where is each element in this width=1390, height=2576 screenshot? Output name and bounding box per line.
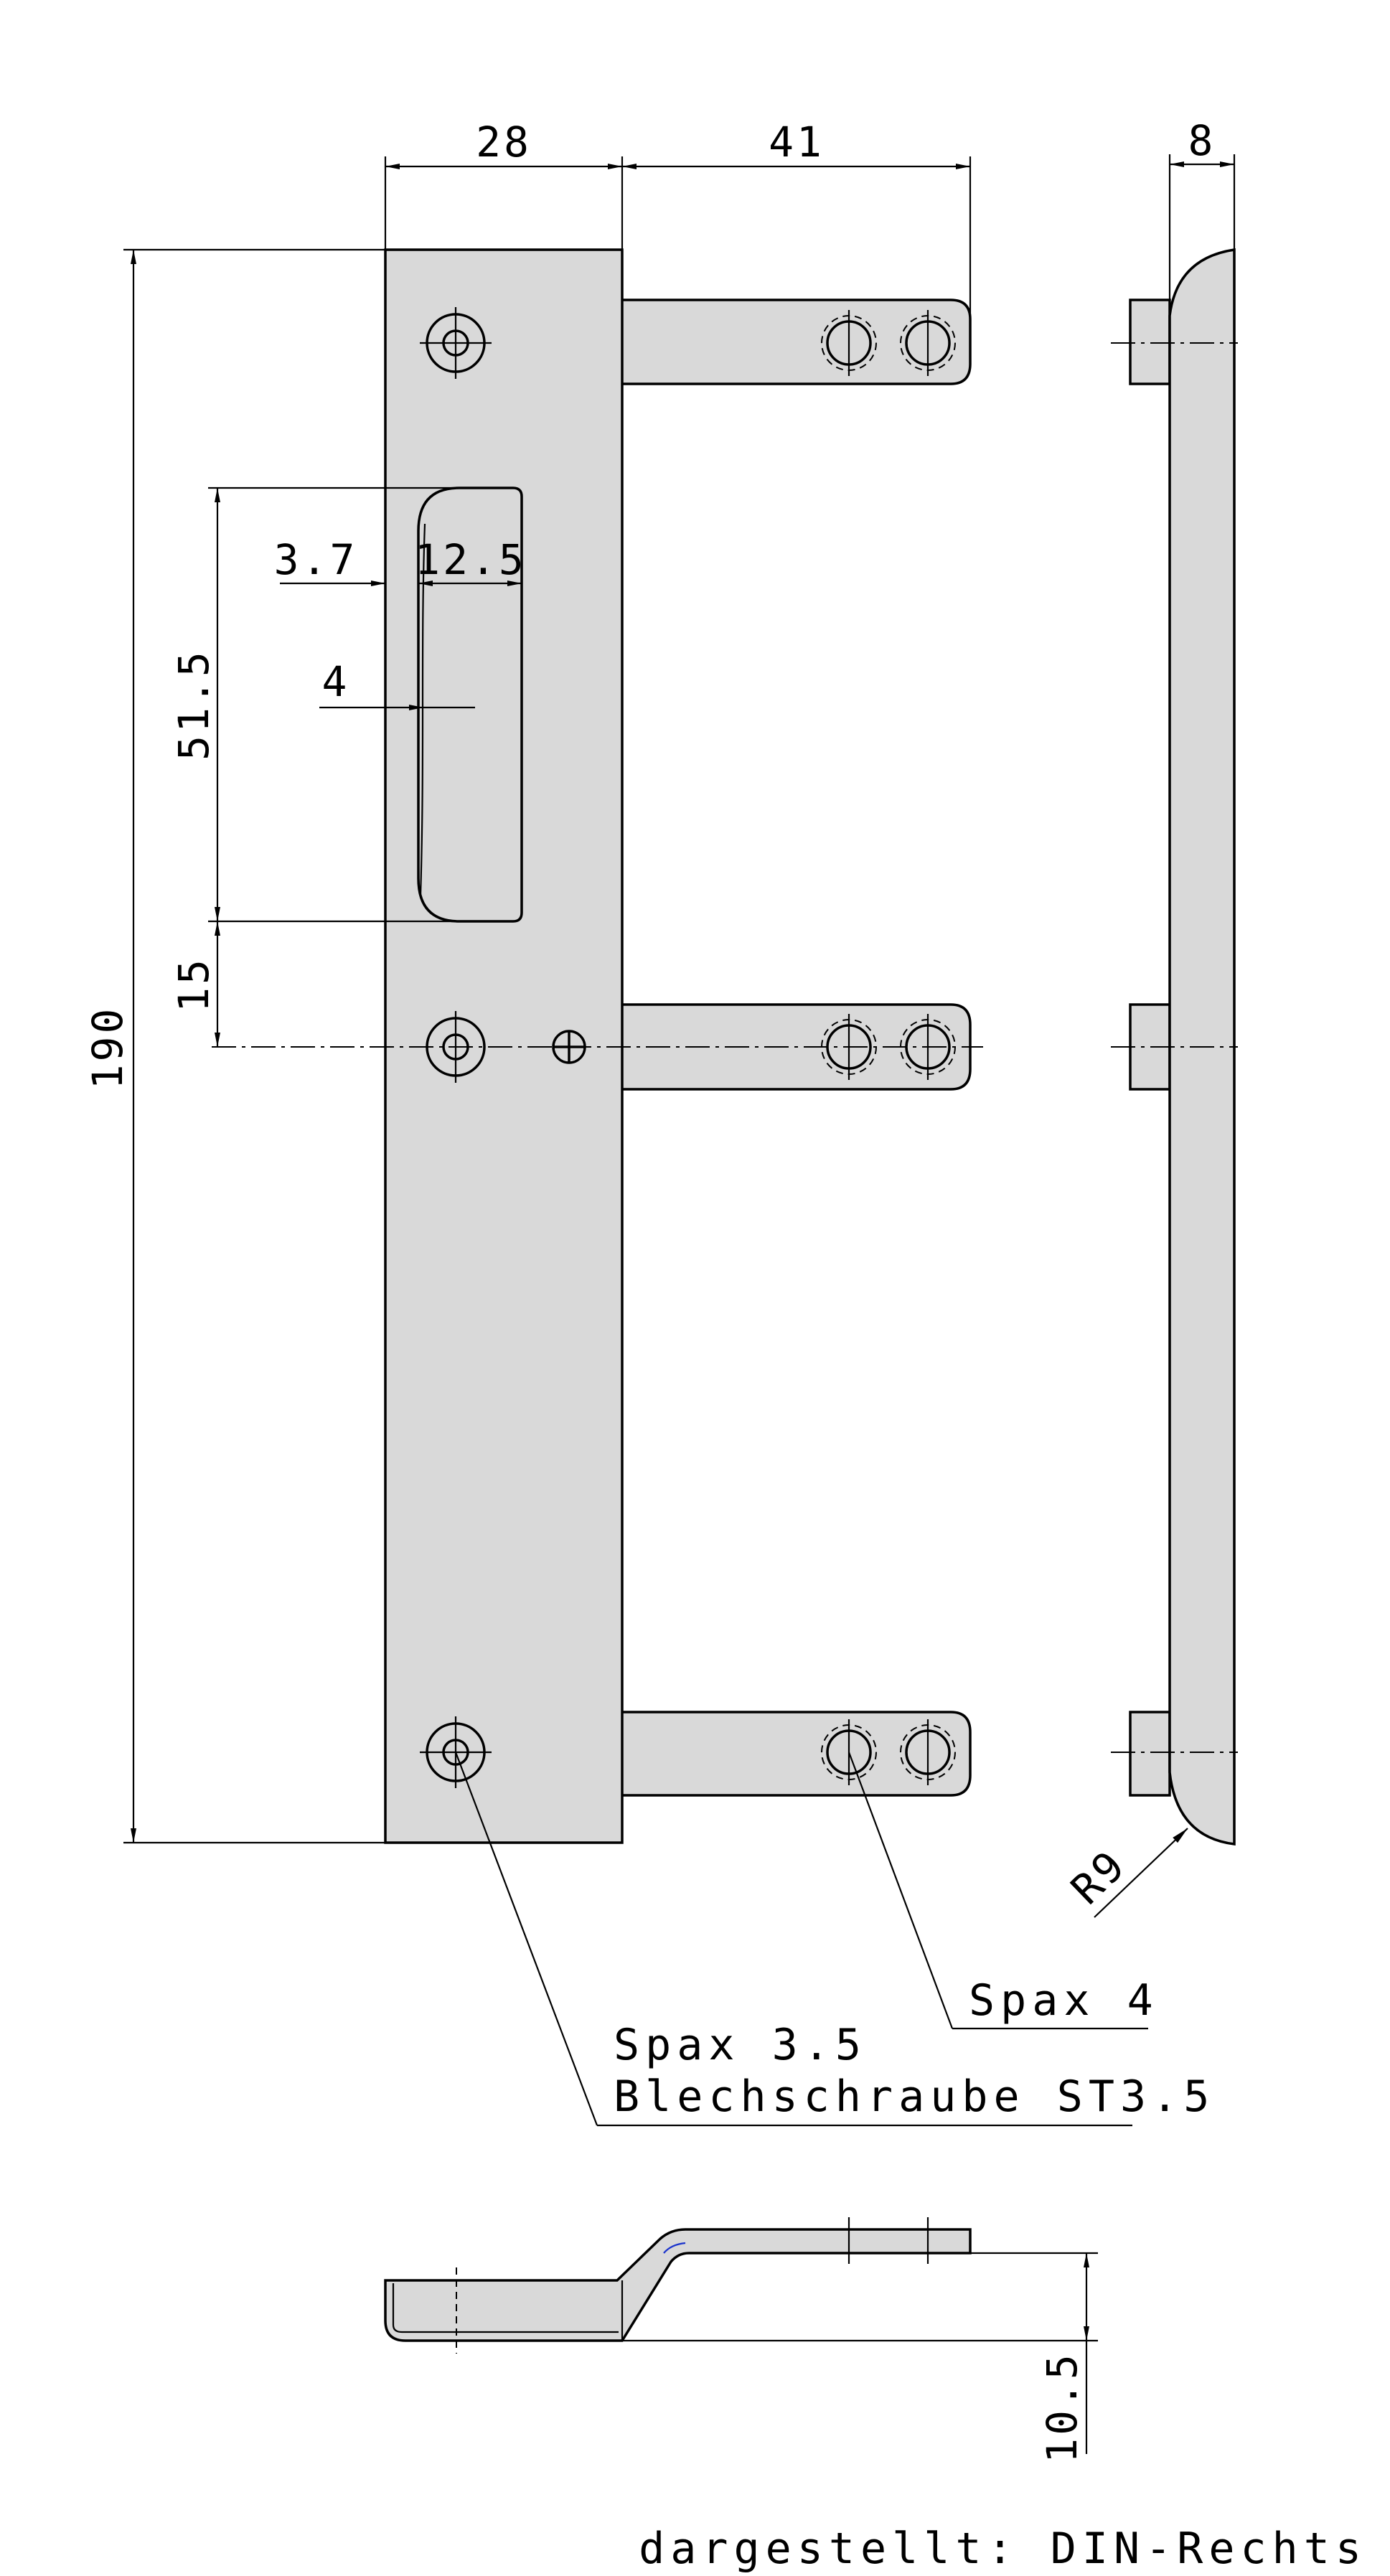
callouts: Spax 4 Spax 3.5 Blechschraube ST3.5 xyxy=(454,1752,1215,2127)
bottom-view: 10.5 xyxy=(384,2217,1098,2463)
spax35-label: Spax 3.5 xyxy=(614,2020,867,2070)
dim-28-text: 28 xyxy=(476,118,532,166)
bottom-inner-edge xyxy=(392,2283,619,2333)
spax4-label: Spax 4 xyxy=(969,1975,1159,2026)
dim-51-5-text: 51.5 xyxy=(169,649,218,761)
dimensions-front: 28 41 190 51.5 15 3.7 12.5 4 xyxy=(83,118,972,1844)
arm-top xyxy=(616,299,972,385)
slot-inner-curve xyxy=(419,523,426,898)
dim-3-7-text: 3.7 xyxy=(274,535,358,584)
plate-hole-bottom xyxy=(420,1716,492,1788)
dim-8-text: 8 xyxy=(1188,116,1216,165)
blechschraube-label: Blechschraube ST3.5 xyxy=(614,2072,1215,2122)
side-tab-top xyxy=(1129,299,1171,385)
caption: dargestellt: DIN-Rechts xyxy=(639,2524,1367,2574)
front-view xyxy=(212,248,983,1844)
arm-middle xyxy=(616,1003,972,1091)
spax35-leader xyxy=(454,1752,598,2126)
bottom-bend-accent xyxy=(663,2242,686,2254)
dim-15-text: 15 xyxy=(169,956,218,1012)
spax4-leader xyxy=(847,1752,954,2029)
side-view: 8 R9 xyxy=(1061,116,1238,1918)
dim-41-text: 41 xyxy=(769,118,825,166)
plate-hole-top xyxy=(420,307,492,379)
bottom-profile xyxy=(384,2228,972,2342)
side-tab-bottom xyxy=(1129,1711,1171,1797)
arm-holes-bottom xyxy=(821,1719,956,1785)
dim-190-text: 190 xyxy=(83,1006,132,1090)
dim-r9-text: R9 xyxy=(1061,1840,1135,1914)
dim-12-5-text: 12.5 xyxy=(415,535,527,584)
dim-r9-leader xyxy=(1094,1828,1188,1918)
dim-4-text: 4 xyxy=(322,657,350,706)
dim-10-5-text: 10.5 xyxy=(1038,2351,1086,2463)
arm-bottom xyxy=(616,1711,972,1797)
arm-holes-top xyxy=(821,310,956,376)
